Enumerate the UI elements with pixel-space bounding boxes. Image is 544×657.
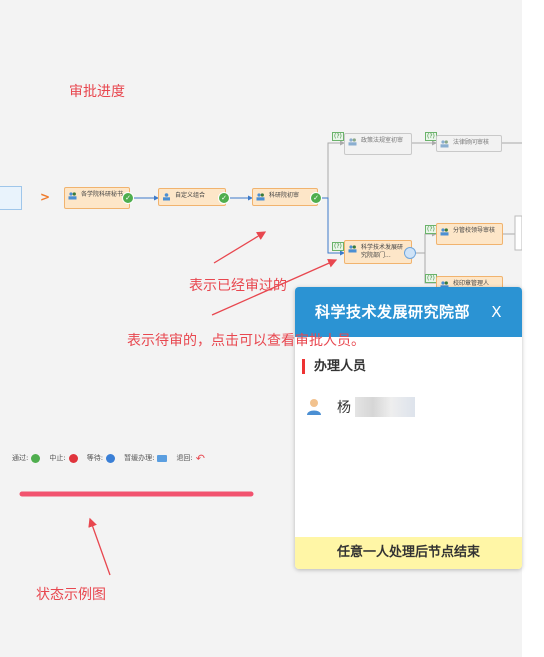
approved-check-icon: ✓ [122, 192, 134, 204]
approved-annotation: 表示已经审过的 [189, 278, 287, 294]
flow-node-label: 政策法规室初审 [361, 137, 404, 144]
status-legend: 通过: 中止: 等待: 暂缓办理: 退回: ↶ [12, 446, 214, 470]
user-group-icon [440, 281, 449, 289]
monitor-icon [157, 454, 168, 462]
approved-check-icon: ✓ [310, 192, 322, 204]
flow-node-vice-president[interactable]: 分管校领导审核 [436, 223, 503, 245]
flow-node-legal-review[interactable]: 法律顾问审核 [436, 135, 502, 152]
user-group-icon [348, 138, 357, 146]
stop-circle-icon [68, 453, 78, 463]
flow-connectors [19, 140, 522, 576]
flow-node-label: 科研院初审 [269, 192, 300, 199]
user-icon [163, 193, 170, 201]
user-group-icon [440, 140, 449, 148]
blurred-name [355, 397, 415, 417]
user-icon [307, 399, 321, 415]
section-title: 办理人员 [302, 359, 366, 374]
legend-item-approved: 通过: [12, 453, 41, 463]
flow-node-policy-review[interactable]: 政策法规室初审 [344, 133, 412, 155]
flow-node-label: 各学院科研秘书 [81, 191, 124, 198]
flow-node-custom-combination[interactable]: 自定义组合 ✓ [158, 188, 230, 206]
legend-item-waiting: 等待: [87, 453, 116, 463]
legend-annotation: 状态示例图 [36, 587, 106, 603]
approved-check-icon: ✓ [218, 192, 230, 204]
panel-header: 科学技术发展研究院部 X [295, 287, 522, 337]
flow-node-label: 分管校领导审核 [453, 227, 496, 234]
user-group-icon [440, 228, 449, 236]
flow-node-science-dept[interactable]: 科学技术发展研究院部门... [344, 240, 416, 264]
flow-node-label: 科学技术发展研究院部门... [361, 244, 404, 259]
return-arrow-icon: ↶ [195, 451, 206, 465]
unknown-tag: (?) [332, 132, 344, 141]
start-node[interactable] [0, 186, 22, 210]
panel-title: 科学技术发展研究院部 [315, 303, 471, 321]
legend-item-returned: 退回: ↶ [176, 451, 206, 465]
legend-item-deferred: 暂缓办理: [124, 453, 168, 463]
pending-clock-icon [404, 247, 416, 259]
user-group-icon [348, 245, 357, 253]
flow-node-secretary[interactable]: 各学院科研秘书 ✓ [64, 187, 134, 209]
approver-name: 杨 [337, 400, 351, 416]
flow-node-label: 法律顾问审核 [453, 139, 490, 146]
user-group-icon [256, 193, 265, 201]
legend-item-stopped: 中止: [49, 453, 78, 463]
pending-annotation: 表示待审的，点击可以查看审批人员。 [127, 333, 365, 349]
panel-footer: 任意一人处理后节点结束 [295, 537, 522, 569]
unknown-tag: (?) [332, 242, 344, 251]
user-group-icon [68, 192, 77, 200]
approver-panel: 科学技术发展研究院部 X 办理人员 杨 任意一人处理后节点结束 [295, 287, 522, 569]
check-circle-icon [31, 453, 41, 463]
chevron-right-icon: > [40, 190, 51, 204]
flow-node-research-review[interactable]: 科研院初审 ✓ [252, 188, 322, 206]
clock-icon [106, 453, 116, 463]
progress-title: 审批进度 [69, 84, 125, 100]
approver-item: 杨 [305, 397, 415, 417]
close-button[interactable]: X [491, 303, 502, 321]
flow-node-label: 校印章管理人 [453, 280, 490, 287]
flow-node-label: 自定义组合 [175, 192, 206, 199]
